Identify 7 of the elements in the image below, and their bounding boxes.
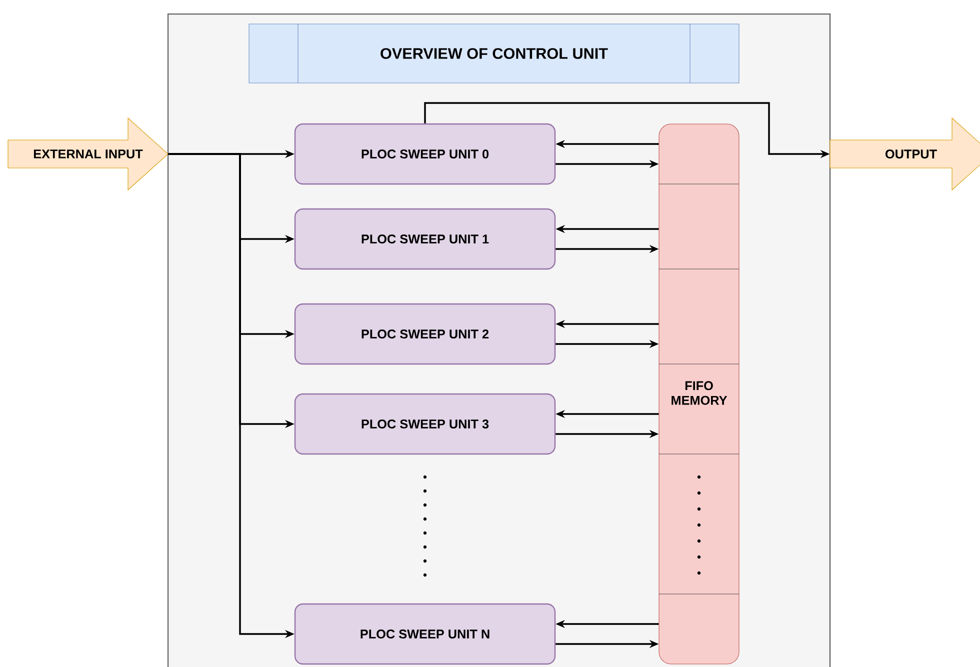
process-box: PLOC SWEEP UNIT N <box>294 603 556 665</box>
process-box: PLOC SWEEP UNIT 1 <box>294 208 556 270</box>
process-box: PLOC SWEEP UNIT 2 <box>294 303 556 365</box>
memory-column: FIFO MEMORY <box>658 124 740 664</box>
process-box: PLOC SWEEP UNIT 3 <box>294 393 556 455</box>
title-box: OVERVIEW OF CONTROL UNIT <box>248 24 740 84</box>
process-box: PLOC SWEEP UNIT 0 <box>294 123 556 185</box>
